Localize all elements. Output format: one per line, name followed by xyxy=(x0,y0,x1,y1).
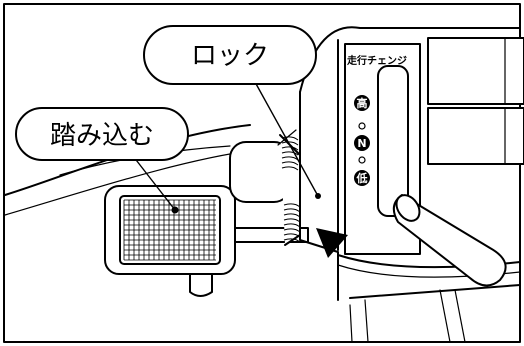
lock-callout: ロック xyxy=(143,25,317,85)
lock-spring-line xyxy=(277,129,297,146)
leg-1 xyxy=(349,304,353,343)
step-callout-text: 踏み込む xyxy=(50,121,154,151)
console: 走行チェンジ 高 N 低 xyxy=(299,26,524,343)
console-box-middle xyxy=(427,107,524,165)
spring-turn xyxy=(281,161,299,166)
spring-turn xyxy=(283,208,301,213)
step-callout: 踏み込む xyxy=(15,107,189,161)
leg-3 xyxy=(439,289,451,343)
lock-callout-text: ロック xyxy=(191,41,269,71)
spring-turn xyxy=(281,166,299,171)
spring-turn xyxy=(283,233,301,238)
lock-leader-line xyxy=(254,81,319,197)
spring-turn xyxy=(283,213,301,218)
base-rail xyxy=(349,284,521,299)
step-leader-dot xyxy=(171,206,179,214)
step-leader-line xyxy=(132,155,176,211)
neutral-indicator xyxy=(354,135,370,151)
pedal-grid xyxy=(123,199,216,261)
lock-lever xyxy=(229,129,301,246)
low-label: 低 xyxy=(356,171,368,185)
high-indicator xyxy=(354,95,370,111)
spring-turn xyxy=(283,203,301,208)
arrow-shaft-fill xyxy=(315,165,334,238)
spring-turn xyxy=(281,141,299,146)
spring-turn xyxy=(281,136,299,141)
dot-1 xyxy=(358,122,366,130)
low-indicator xyxy=(354,170,370,186)
console-left-edge xyxy=(299,91,339,301)
spring-turn xyxy=(283,228,301,233)
dot-2 xyxy=(358,156,366,164)
console-box-upper xyxy=(427,37,524,105)
lock-leader-dot xyxy=(315,193,321,199)
grip-end xyxy=(395,194,421,222)
frame-border xyxy=(3,3,521,343)
spring-turn xyxy=(283,223,301,228)
spring-turn xyxy=(281,151,299,156)
floor-edge-lower xyxy=(4,149,256,216)
step-callout-bubble xyxy=(15,107,189,161)
shift-lever-grip xyxy=(392,194,507,287)
spring-turn xyxy=(283,238,301,243)
high-label: 高 xyxy=(357,96,368,110)
lock-direction-arrow xyxy=(315,165,348,258)
leg-4 xyxy=(454,289,466,343)
arrow-head xyxy=(316,228,348,258)
neutral-label: N xyxy=(357,137,366,150)
panel-title: 走行チェンジ xyxy=(346,54,407,67)
leg-2 xyxy=(364,299,369,343)
spring-turn xyxy=(283,218,301,223)
grip-body xyxy=(392,194,507,287)
lock-callout-bubble xyxy=(143,25,317,85)
